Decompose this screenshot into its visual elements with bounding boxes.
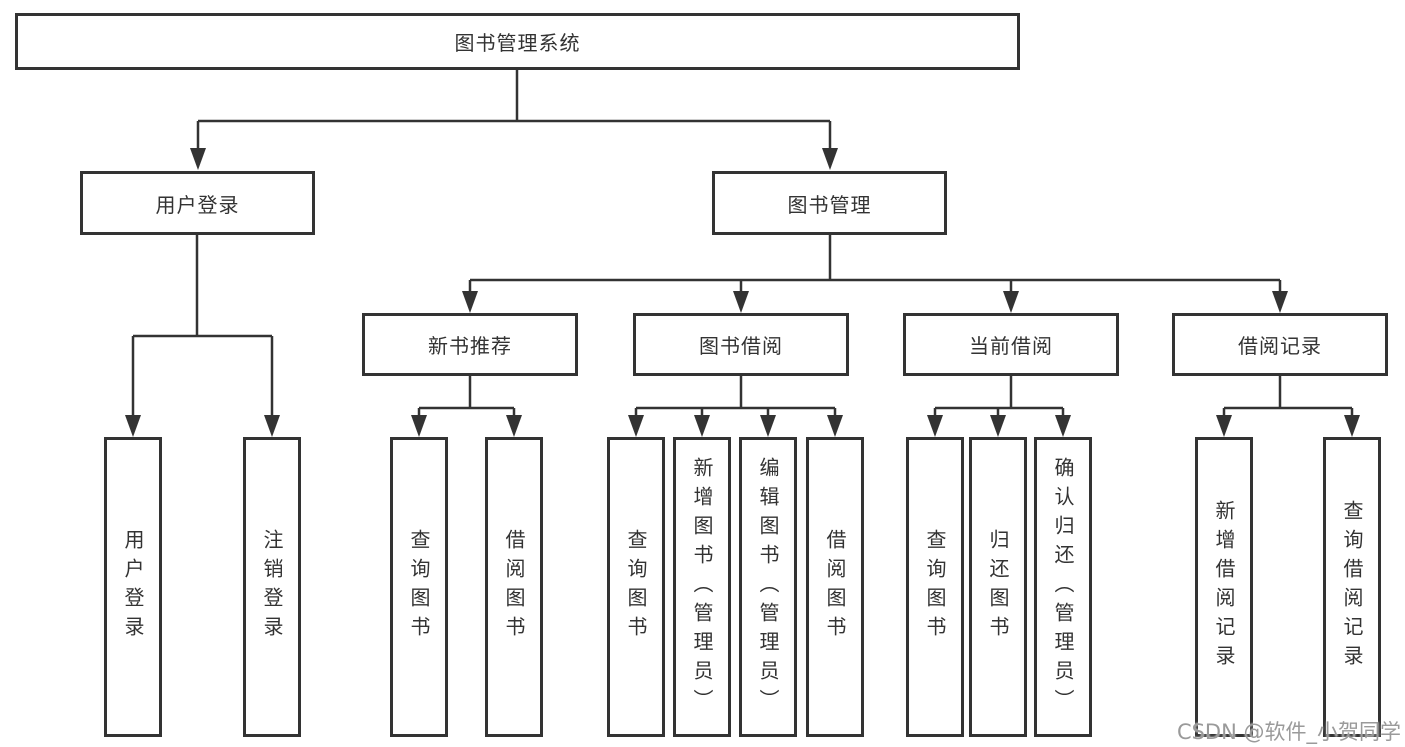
node-new-book-recommendation: 新书推荐 <box>362 313 578 376</box>
leaf-label: 用户登录 <box>121 529 145 645</box>
node-user-login: 用户登录 <box>80 171 315 235</box>
node-label: 用户登录 <box>155 192 240 217</box>
leaf-label: 编辑图书（管理员） <box>756 456 780 718</box>
leaf-label: 确认归还（管理员） <box>1051 456 1075 718</box>
leaf-label: 查询图书 <box>624 529 648 645</box>
leaf-label: 查询图书 <box>407 529 431 645</box>
node-label: 当前借阅 <box>969 334 1053 358</box>
leaf-label: 查询图书 <box>923 529 947 645</box>
leaf-query-books-current: 查询图书 <box>906 437 964 737</box>
leaf-confirm-return-admin: 确认归还（管理员） <box>1034 437 1092 737</box>
leaf-borrow-books-recommend: 借阅图书 <box>485 437 543 737</box>
leaf-add-borrow-record: 新增借阅记录 <box>1195 437 1253 737</box>
node-root-library-management-system: 图书管理系统 <box>15 13 1020 70</box>
leaf-query-books-recommend: 查询图书 <box>390 437 448 737</box>
leaf-query-books-borrowing: 查询图书 <box>607 437 665 737</box>
node-book-management: 图书管理 <box>712 171 947 235</box>
leaf-label: 新增借阅记录 <box>1212 500 1236 674</box>
leaf-label: 注销登录 <box>260 529 284 645</box>
node-label: 图书借阅 <box>699 334 783 358</box>
node-borrowing-records: 借阅记录 <box>1172 313 1388 376</box>
leaf-edit-books-admin: 编辑图书（管理员） <box>739 437 797 737</box>
leaf-label: 借阅图书 <box>823 529 847 645</box>
csdn-watermark: CSDN @软件_小贺同学 <box>1176 720 1401 744</box>
leaf-label: 新增图书（管理员） <box>690 456 714 718</box>
leaf-label: 归还图书 <box>986 529 1010 645</box>
node-label: 图书管理 <box>787 192 872 217</box>
leaf-return-books: 归还图书 <box>969 437 1027 737</box>
leaf-label: 查询借阅记录 <box>1340 500 1364 674</box>
node-book-borrowing: 图书借阅 <box>633 313 849 376</box>
leaf-borrow-books-borrowing: 借阅图书 <box>806 437 864 737</box>
leaf-add-books-admin: 新增图书（管理员） <box>673 437 731 737</box>
node-label: 借阅记录 <box>1238 334 1322 358</box>
node-label: 新书推荐 <box>428 334 512 358</box>
leaf-logout: 注销登录 <box>243 437 301 737</box>
leaf-user-login: 用户登录 <box>104 437 162 737</box>
node-label: 图书管理系统 <box>454 31 581 55</box>
leaf-label: 借阅图书 <box>502 529 526 645</box>
node-current-borrowing: 当前借阅 <box>903 313 1119 376</box>
leaf-query-borrow-record: 查询借阅记录 <box>1323 437 1381 737</box>
